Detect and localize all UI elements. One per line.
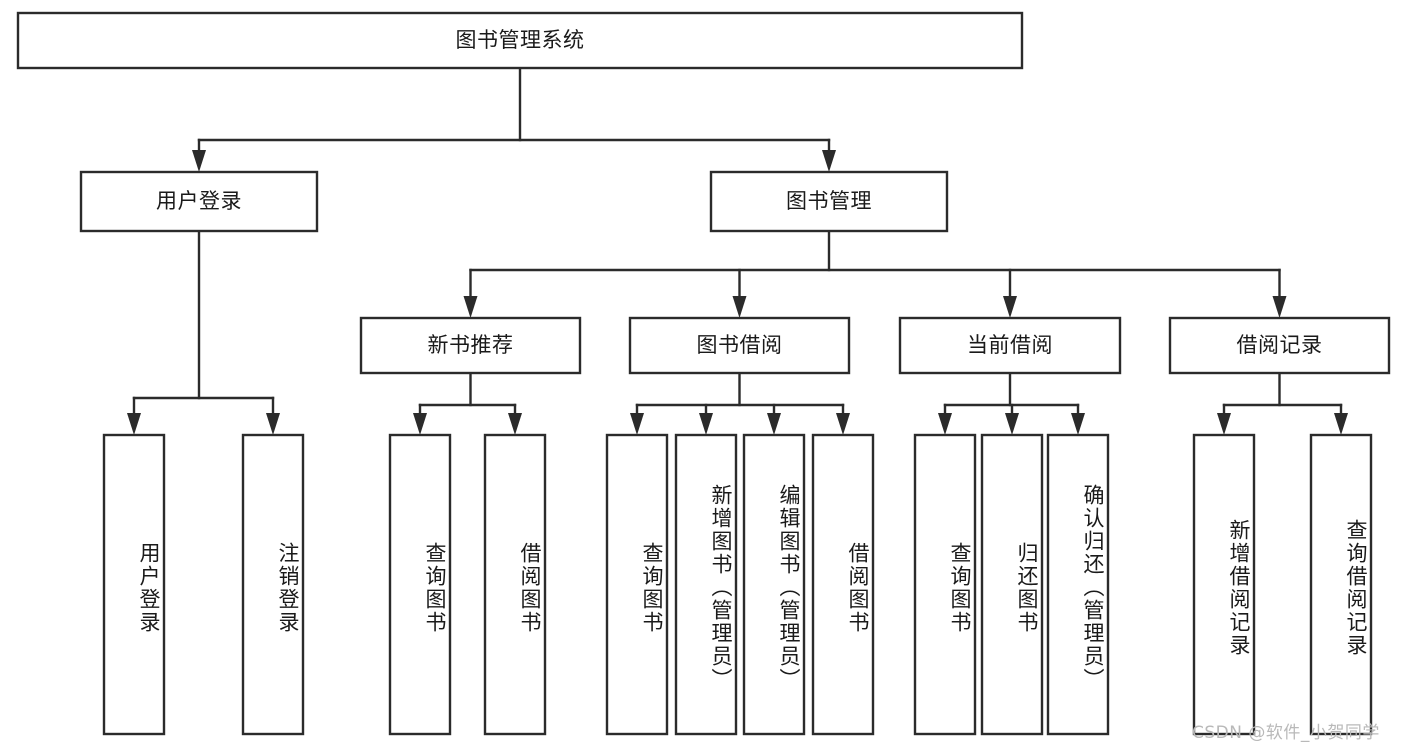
arrow-icon-leaf-new-query	[413, 413, 427, 435]
arrow-icon-leaf-b-add	[699, 413, 713, 435]
node-box-leaf-r-add[interactable]	[1192, 433, 1256, 736]
arrow-icon-l2-user	[192, 150, 206, 172]
node-box-l2-book[interactable]	[709, 170, 949, 233]
node-box-leaf-b-query[interactable]	[605, 433, 669, 736]
node-box-l3-record[interactable]	[1168, 316, 1391, 375]
node-box-leaf-b-add[interactable]	[674, 433, 738, 736]
arrow-icon-leaf-r-query	[1334, 413, 1348, 435]
node-box-layer	[16, 11, 1391, 736]
node-box-l3-current[interactable]	[898, 316, 1122, 375]
arrow-icon-leaf-user-login	[127, 413, 141, 435]
node-box-leaf-new-query[interactable]	[388, 433, 452, 736]
node-box-leaf-b-edit[interactable]	[742, 433, 806, 736]
arrow-icon-leaf-b-query	[630, 413, 644, 435]
arrow-icon-leaf-user-logout	[266, 413, 280, 435]
node-box-root[interactable]	[16, 11, 1024, 70]
node-box-l3-borrow[interactable]	[628, 316, 851, 375]
arrow-icon-leaf-c-confirm	[1071, 413, 1085, 435]
arrow-icon-leaf-b-borrow	[836, 413, 850, 435]
node-box-leaf-new-borrow[interactable]	[483, 433, 547, 736]
connector-layer	[127, 66, 1348, 435]
node-box-l3-new[interactable]	[359, 316, 582, 375]
arrow-icon-l3-new	[463, 296, 478, 318]
node-box-leaf-b-borrow[interactable]	[811, 433, 875, 736]
arrow-icon-leaf-r-add	[1217, 413, 1231, 435]
node-box-leaf-r-query[interactable]	[1309, 433, 1373, 736]
arrow-icon-leaf-b-edit	[767, 413, 781, 435]
arrow-icon-l3-current	[1003, 296, 1017, 318]
arrow-icon-l3-record	[1272, 296, 1287, 318]
node-box-leaf-c-query[interactable]	[913, 433, 977, 736]
node-box-l2-user[interactable]	[79, 170, 319, 233]
arrow-icon-l2-book	[822, 150, 836, 172]
arrow-icon-leaf-c-query	[938, 413, 952, 435]
node-box-leaf-user-login[interactable]	[102, 433, 166, 736]
arrow-icon-l3-borrow	[732, 296, 747, 318]
arrow-icon-leaf-c-return	[1005, 413, 1019, 435]
watermark: CSDN @软件_小贺同学	[1192, 723, 1380, 743]
arrow-icon-leaf-new-borrow	[508, 413, 522, 435]
node-box-leaf-user-logout[interactable]	[241, 433, 305, 736]
node-box-leaf-c-return[interactable]	[980, 433, 1044, 736]
node-box-leaf-c-confirm[interactable]	[1046, 433, 1110, 736]
